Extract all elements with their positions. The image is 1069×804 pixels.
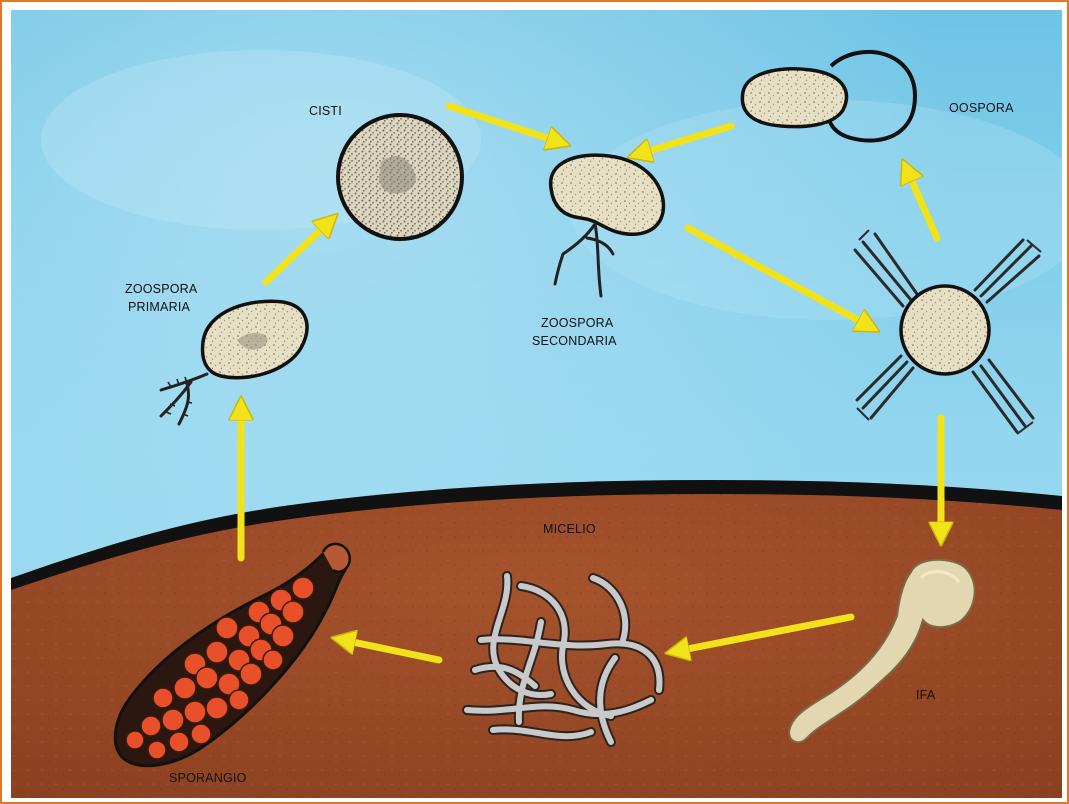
- life-cycle-diagram: CISTI OOSPORA ZOOSPORA PRIMARIA ZOOSPORA…: [11, 10, 1062, 798]
- label-sporangio: SPORANGIO: [169, 769, 247, 787]
- label-zoospora-primaria-line2: PRIMARIA: [128, 298, 190, 316]
- cyst-cell: [338, 115, 462, 239]
- label-zoospora-secondaria-line2: SECONDARIA: [532, 332, 617, 350]
- label-cisti: CISTI: [309, 102, 342, 120]
- label-oospora: OOSPORA: [949, 99, 1014, 117]
- life-cycle-illustration: [11, 10, 1062, 798]
- label-zoospora-primaria-line1: ZOOSPORA: [125, 280, 197, 298]
- label-ifa: IFA: [916, 686, 935, 704]
- label-zoospora-secondaria-line1: ZOOSPORA: [541, 314, 613, 332]
- label-micelio: MICELIO: [543, 520, 596, 538]
